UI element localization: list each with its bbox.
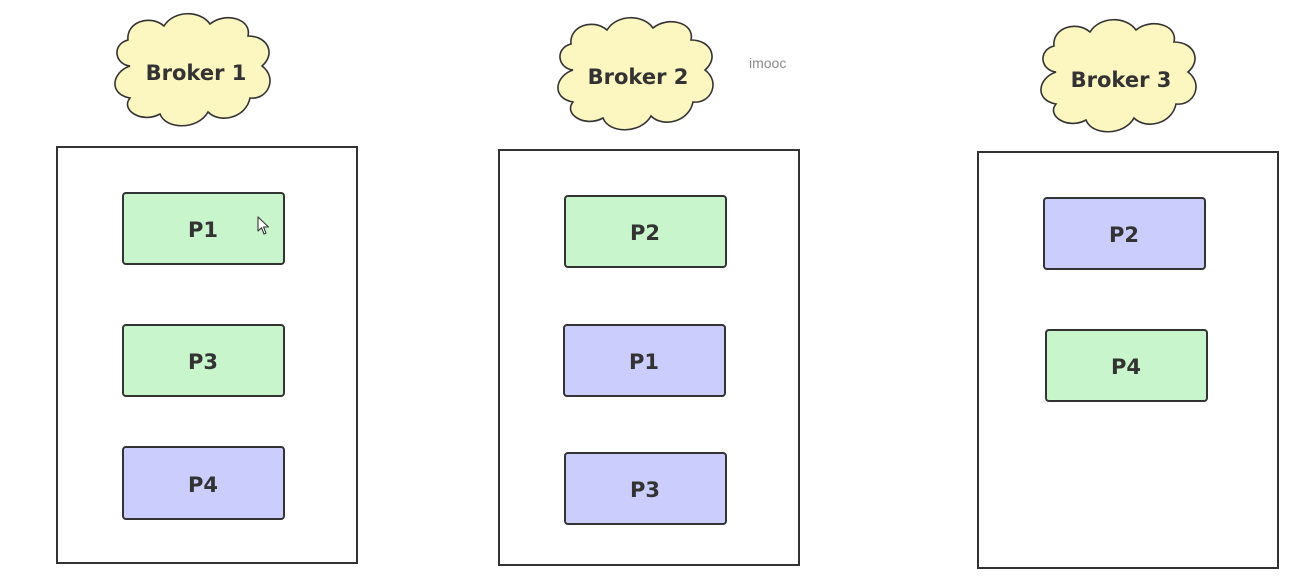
broker-3-partition-p2[interactable]	[1043, 197, 1206, 270]
broker-3-partition-p4-label: P4	[1111, 355, 1141, 379]
broker-2-label: Broker 2	[588, 65, 689, 89]
broker-3-label: Broker 3	[1071, 68, 1172, 92]
broker-3-partition-p2-label: P2	[1109, 223, 1139, 247]
broker-1: Broker 1 P1 P3 P4	[56, 12, 358, 564]
broker-1-partition-p4[interactable]	[122, 446, 285, 520]
broker-2-partition-p3-label: P3	[630, 478, 660, 502]
broker-1-partition-p1[interactable]	[122, 192, 285, 265]
mouse-pointer-icon	[257, 216, 270, 235]
broker-1-partition-p1-label: P1	[188, 218, 218, 242]
broker-2-partition-p3[interactable]	[564, 452, 727, 525]
broker-1-partition-p3-label: P3	[188, 350, 218, 374]
broker-2-partition-p2-label: P2	[630, 221, 660, 245]
broker-2-partition-p2[interactable]	[564, 195, 727, 268]
broker-2-partition-p1[interactable]	[563, 324, 726, 397]
broker-2: Broker 2 P2 P1 P3	[498, 16, 800, 566]
watermark-text: imooc	[749, 55, 787, 71]
broker-1-partition-p4-label: P4	[188, 473, 218, 497]
broker-1-label: Broker 1	[146, 61, 247, 85]
broker-2-partition-p1-label: P1	[629, 350, 659, 374]
broker-1-partition-p3[interactable]	[122, 324, 285, 397]
broker-3: Broker 3 P2 P4	[977, 18, 1279, 569]
broker-3-partition-p4[interactable]	[1045, 329, 1208, 402]
